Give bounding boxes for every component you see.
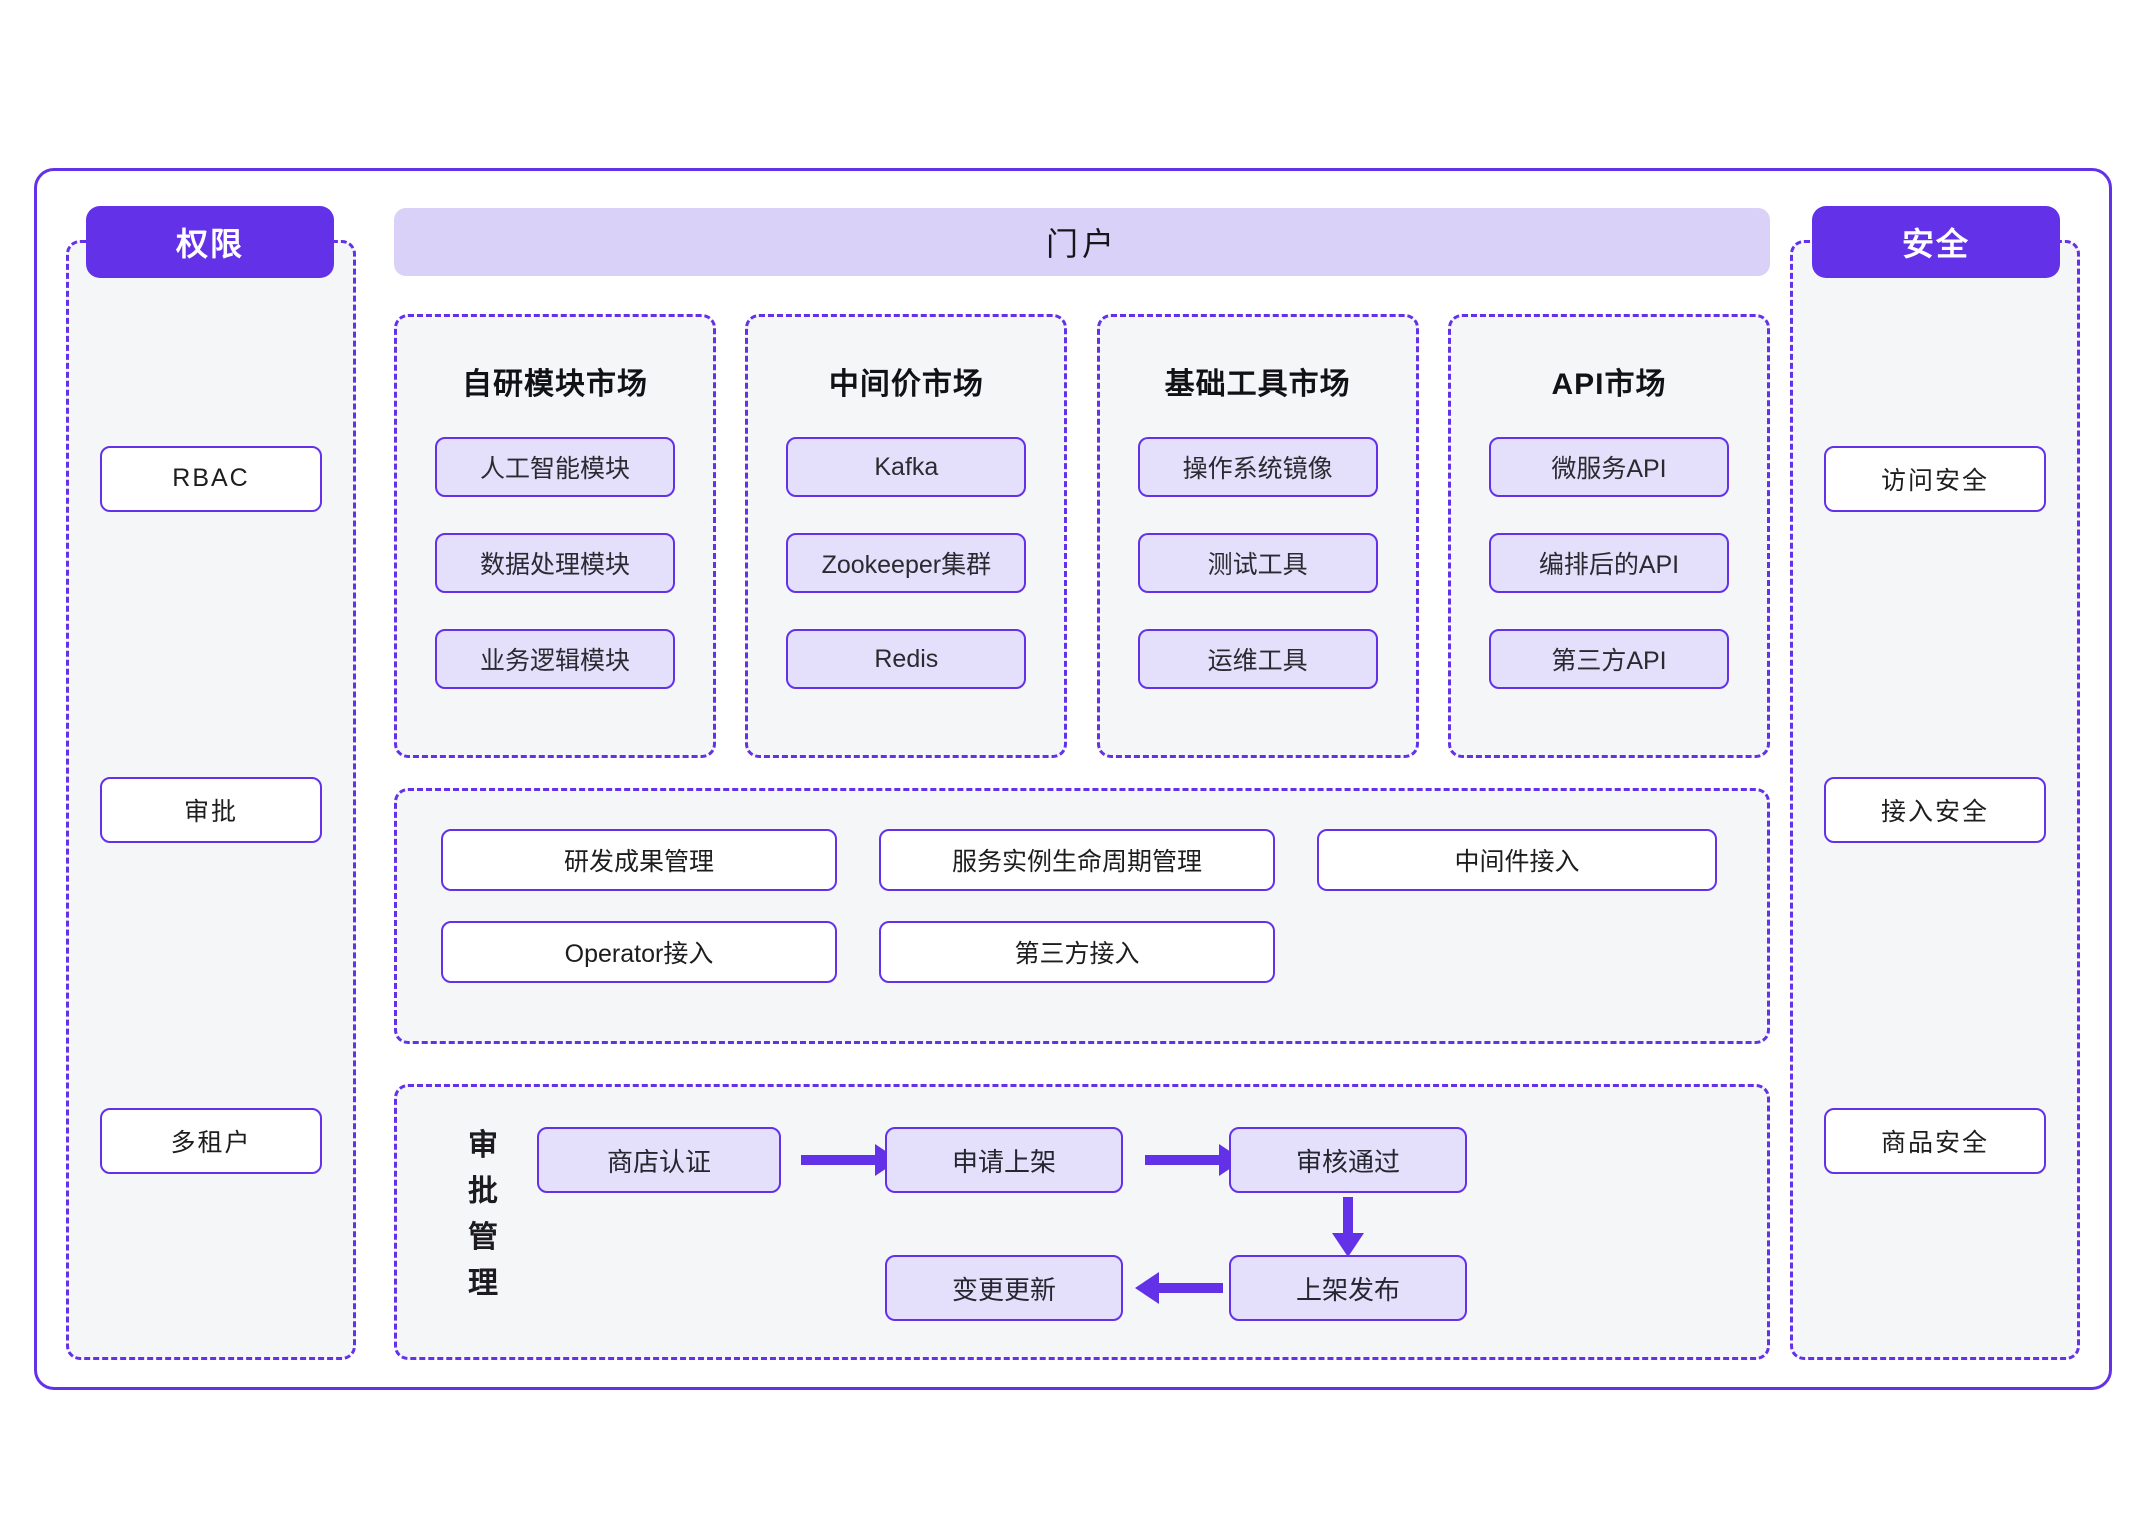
service-box-middleware-access[interactable]: 中间件接入	[1317, 829, 1717, 891]
market-column-self-developed: 自研模块市场 人工智能模块 数据处理模块 业务逻辑模块	[394, 314, 716, 758]
permission-item-multitenant[interactable]: 多租户	[100, 1108, 322, 1175]
permission-panel: RBAC 审批 多租户	[66, 240, 356, 1360]
arrow-right-icon	[1145, 1144, 1243, 1176]
security-panel: 访问安全 接入安全 商品安全	[1790, 240, 2080, 1360]
security-item-connection[interactable]: 接入安全	[1824, 776, 2046, 843]
security-item-access[interactable]: 访问安全	[1824, 445, 2046, 512]
security-item-label: 访问安全	[1880, 466, 1989, 495]
security-header: 安全	[1812, 206, 2060, 278]
market-title: 自研模块市场	[462, 368, 648, 401]
service-box-operator-access[interactable]: Operator接入	[441, 921, 837, 983]
flow-node-publish[interactable]: 上架发布	[1229, 1255, 1467, 1321]
portal-banner: 门户	[394, 208, 1770, 276]
market-title: 基础工具市场	[1164, 368, 1351, 401]
market-chip[interactable]: 微服务API	[1488, 437, 1729, 497]
arrow-down-icon	[1332, 1197, 1364, 1257]
portal-title: 门户	[1045, 226, 1118, 262]
markets-row: 自研模块市场 人工智能模块 数据处理模块 业务逻辑模块 中间价市场 Kafka …	[394, 314, 1770, 758]
approval-panel: 审批管理 商店认证 申请上架 审核通过 上架发布 变更更新	[394, 1084, 1770, 1360]
market-chip[interactable]: 操作系统镜像	[1137, 437, 1378, 497]
permission-item-label: RBAC	[172, 464, 250, 493]
market-column-base-tools: 基础工具市场 操作系统镜像 测试工具 运维工具	[1096, 314, 1419, 758]
service-box-third-party-access[interactable]: 第三方接入	[879, 921, 1275, 983]
market-chip[interactable]: 编排后的API	[1488, 533, 1729, 593]
market-chip[interactable]: 数据处理模块	[435, 533, 675, 593]
flow-node-shop-auth[interactable]: 商店认证	[537, 1127, 781, 1193]
flow-node-change-update[interactable]: 变更更新	[885, 1255, 1123, 1321]
market-chip[interactable]: 运维工具	[1137, 629, 1378, 689]
flow-node-apply-listing[interactable]: 申请上架	[885, 1127, 1123, 1193]
arrow-right-icon	[801, 1144, 899, 1176]
market-chip[interactable]: 人工智能模块	[435, 437, 675, 497]
permission-item-label: 审批	[183, 797, 238, 826]
security-item-label: 接入安全	[1880, 797, 1989, 826]
permission-header: 权限	[86, 206, 334, 278]
market-title: API市场	[1551, 368, 1667, 401]
market-chip[interactable]: 第三方API	[1488, 629, 1729, 689]
permission-header-label: 权限	[175, 226, 244, 262]
market-chip[interactable]: 业务逻辑模块	[435, 629, 675, 689]
services-panel: 研发成果管理 服务实例生命周期管理 中间件接入 Operator接入 第三方接入	[394, 788, 1770, 1044]
approval-panel-label: 审批管理	[468, 1129, 498, 1300]
services-row-1: 研发成果管理 服务实例生命周期管理 中间件接入	[441, 829, 1723, 891]
service-box-instance-lifecycle[interactable]: 服务实例生命周期管理	[879, 829, 1275, 891]
permission-item-label: 多租户	[170, 1129, 252, 1158]
permission-item-approval[interactable]: 审批	[100, 776, 322, 843]
market-chip[interactable]: Redis	[786, 629, 1027, 689]
market-chip[interactable]: Zookeeper集群	[786, 533, 1027, 593]
market-column-api: API市场 微服务API 编排后的API 第三方API	[1447, 314, 1770, 758]
market-title: 中间价市场	[828, 368, 984, 401]
security-header-label: 安全	[1901, 226, 1970, 262]
security-item-product[interactable]: 商品安全	[1824, 1108, 2046, 1175]
market-chip[interactable]: 测试工具	[1137, 533, 1378, 593]
flow-node-review-passed[interactable]: 审核通过	[1229, 1127, 1467, 1193]
permission-item-rbac[interactable]: RBAC	[100, 445, 322, 512]
market-column-middleware: 中间价市场 Kafka Zookeeper集群 Redis	[745, 314, 1068, 758]
services-row-2: Operator接入 第三方接入	[441, 921, 1723, 983]
market-chip[interactable]: Kafka	[786, 437, 1027, 497]
security-item-label: 商品安全	[1880, 1129, 1989, 1158]
service-box-rd-results[interactable]: 研发成果管理	[441, 829, 837, 891]
arrow-left-icon	[1135, 1272, 1223, 1304]
